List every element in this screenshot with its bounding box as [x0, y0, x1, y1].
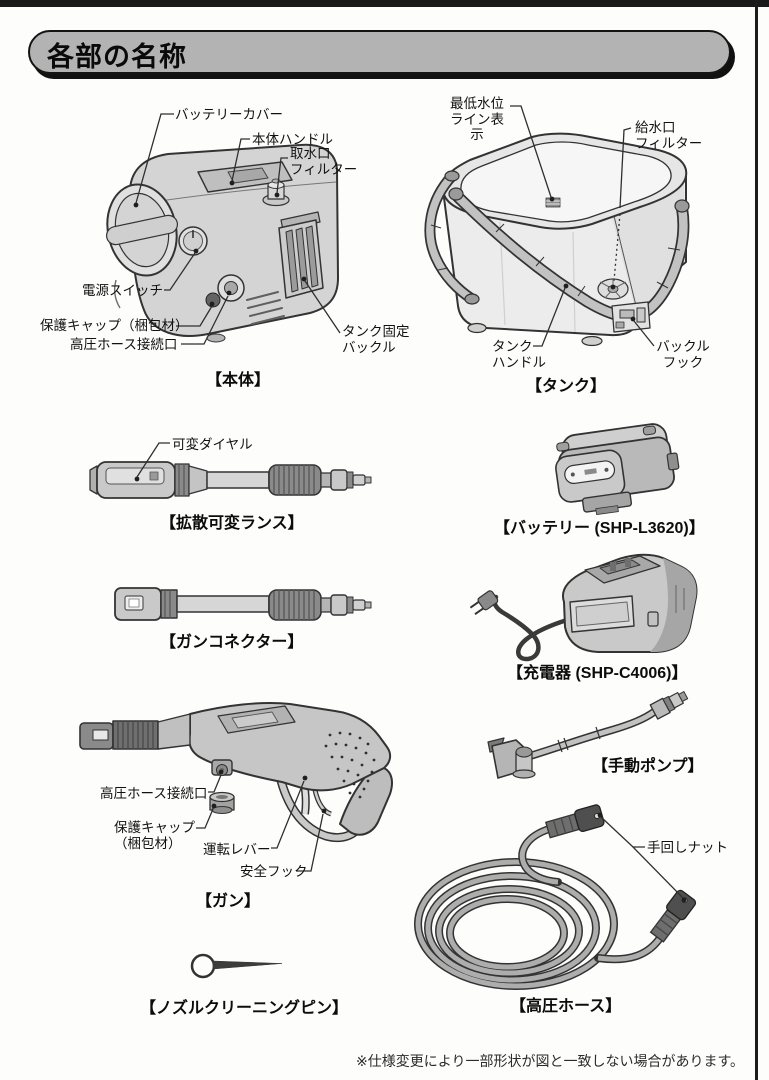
label-operation-lever: 運転レバー — [203, 842, 271, 857]
battery-cover-dial — [105, 183, 179, 277]
charger-plug — [469, 590, 499, 616]
label-protective-cap-main: 保護キャップ（梱包材） — [40, 318, 189, 333]
variable-dial-part — [105, 467, 165, 485]
grip-texture-dots — [324, 731, 376, 799]
main-unit-illustration — [105, 143, 339, 343]
hose-connector-right — [649, 889, 697, 943]
section-title-bar — [28, 30, 731, 74]
label-buckle-hook: バックル フック — [656, 339, 710, 370]
caption-tank: 【タンク】 — [526, 378, 607, 395]
label-hand-nut: 手回しナット — [647, 840, 728, 855]
caption-hose: 【高圧ホース】 — [510, 998, 622, 1015]
label-battery-cover: バッテリーカバー — [175, 107, 283, 122]
caption-main-unit: 【本体】 — [206, 372, 271, 389]
gun-connector-illustration — [114, 587, 372, 621]
label-tank-handle: タンク ハンドル — [492, 339, 546, 370]
caption-gun-connector: 【ガンコネクター】 — [160, 634, 304, 651]
tank-left-handle — [424, 170, 480, 305]
label-intake-filter: 取水口 フィルター — [290, 146, 358, 177]
charger-cable — [492, 594, 570, 662]
caption-battery: 【バッテリー (SHP-L3620)】 — [494, 520, 705, 537]
intake-filter-knob — [262, 178, 290, 207]
caption-cleaning-pin: 【ノズルクリーニングピン】 — [140, 1000, 349, 1017]
pump-fitting — [649, 691, 689, 720]
protective-cap-main — [205, 292, 221, 308]
page-top-edge — [0, 0, 769, 7]
battery-illustration — [555, 423, 680, 516]
label-power-switch: 電源スイッチ — [82, 283, 163, 298]
gun-protective-cap — [209, 791, 235, 814]
lance-illustration — [89, 461, 372, 499]
cleaning-pin-illustration — [190, 953, 283, 979]
page-title: 各部の名称 — [47, 42, 187, 72]
hose-illustration — [414, 804, 697, 990]
caption-hand-pump: 【手動ポンプ】 — [592, 758, 704, 775]
leader-lines — [133, 105, 687, 903]
hose-port-main — [205, 274, 245, 308]
label-safety-hook: 安全フック — [240, 864, 308, 879]
label-gun-hose-port: 高圧ホース接続口 — [100, 786, 208, 801]
caption-gun: 【ガン】 — [196, 893, 261, 910]
caption-charger: 【充電器 (SHP-C4006)】 — [507, 665, 688, 682]
label-gun-protective-cap: 保護キャップ （梱包材） — [114, 820, 195, 851]
hand-pump-illustration — [487, 691, 689, 779]
tank-illustration — [424, 132, 690, 347]
label-hose-port-main: 高圧ホース接続口 — [70, 337, 178, 352]
label-supply-filter: 給水口 フィルター — [635, 120, 703, 151]
hose-connector-top — [544, 804, 605, 839]
tank-buckle-part — [278, 211, 324, 299]
charger-illustration — [469, 553, 698, 662]
label-min-water-line: 最低水位 ライン表示 — [450, 96, 504, 143]
label-body-handle: 本体ハンドル — [252, 132, 333, 147]
buckle-hook-plate — [611, 301, 651, 333]
gun-illustration — [79, 702, 393, 842]
power-switch-dial — [178, 226, 208, 256]
caption-lance: 【拡散可変ランス】 — [160, 515, 304, 532]
label-variable-dial: 可変ダイヤル — [172, 437, 253, 452]
label-tank-buckle: タンク固定 バックル — [342, 324, 410, 355]
page-right-edge — [755, 0, 758, 1080]
footer-note: ※仕様変更により一部形状が図と一致しない場合があります。 — [356, 1053, 745, 1069]
